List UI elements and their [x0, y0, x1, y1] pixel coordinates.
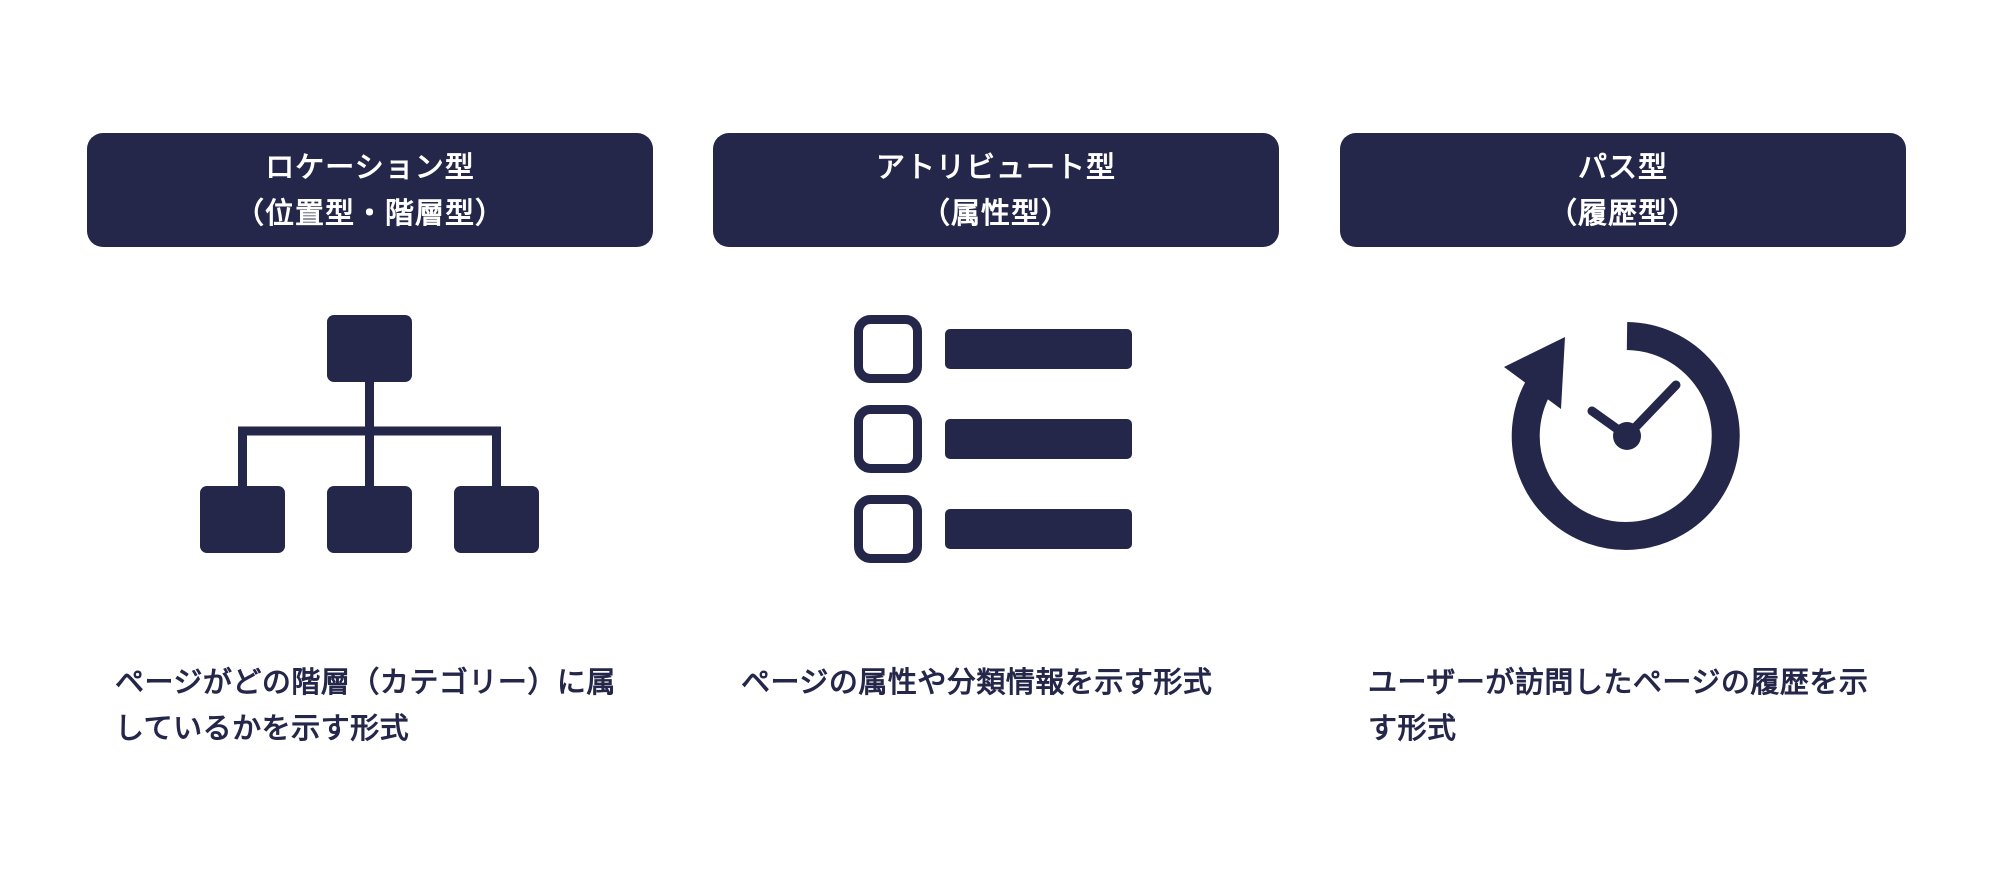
attribute-type-subtitle: （属性型）	[920, 196, 1071, 230]
tree-node-top	[327, 315, 412, 382]
tree-node-middle	[327, 486, 412, 553]
tree-node-right	[454, 486, 539, 553]
path-type-column: パス型 （履歴型） ユーザーが訪問したページの履歴を示す形式	[1340, 133, 1906, 745]
attribute-type-header: アトリビュート型 （属性型）	[713, 133, 1279, 247]
tree-node-left	[200, 486, 285, 553]
location-type-description: ページがどの階層（カテゴリー）に属しているかを示す形式	[115, 665, 616, 745]
location-type-title: ロケーション型	[265, 150, 475, 184]
attribute-type-title: アトリビュート型	[875, 150, 1116, 184]
location-type-column: ロケーション型 （位置型・階層型） ページがどの階層（カテゴリー）に属しているか…	[87, 133, 653, 745]
checklist-icon	[713, 315, 1279, 585]
path-type-title: パス型	[1577, 150, 1668, 184]
path-type-header: パス型 （履歴型）	[1340, 133, 1906, 247]
location-type-header: ロケーション型 （位置型・階層型）	[87, 133, 653, 247]
attribute-type-description: ページの属性や分類情報を示す形式	[741, 665, 1213, 699]
location-type-subtitle: （位置型・階層型）	[234, 196, 505, 230]
path-type-description: ユーザーが訪問したページの履歴を示す形式	[1368, 665, 1869, 745]
history-clock-icon	[1340, 315, 1906, 585]
path-type-subtitle: （履歴型）	[1547, 196, 1698, 230]
hierarchy-tree-icon	[87, 315, 653, 585]
attribute-type-column: アトリビュート型 （属性型） ページの属性や分類情報を示す形式	[713, 133, 1279, 699]
